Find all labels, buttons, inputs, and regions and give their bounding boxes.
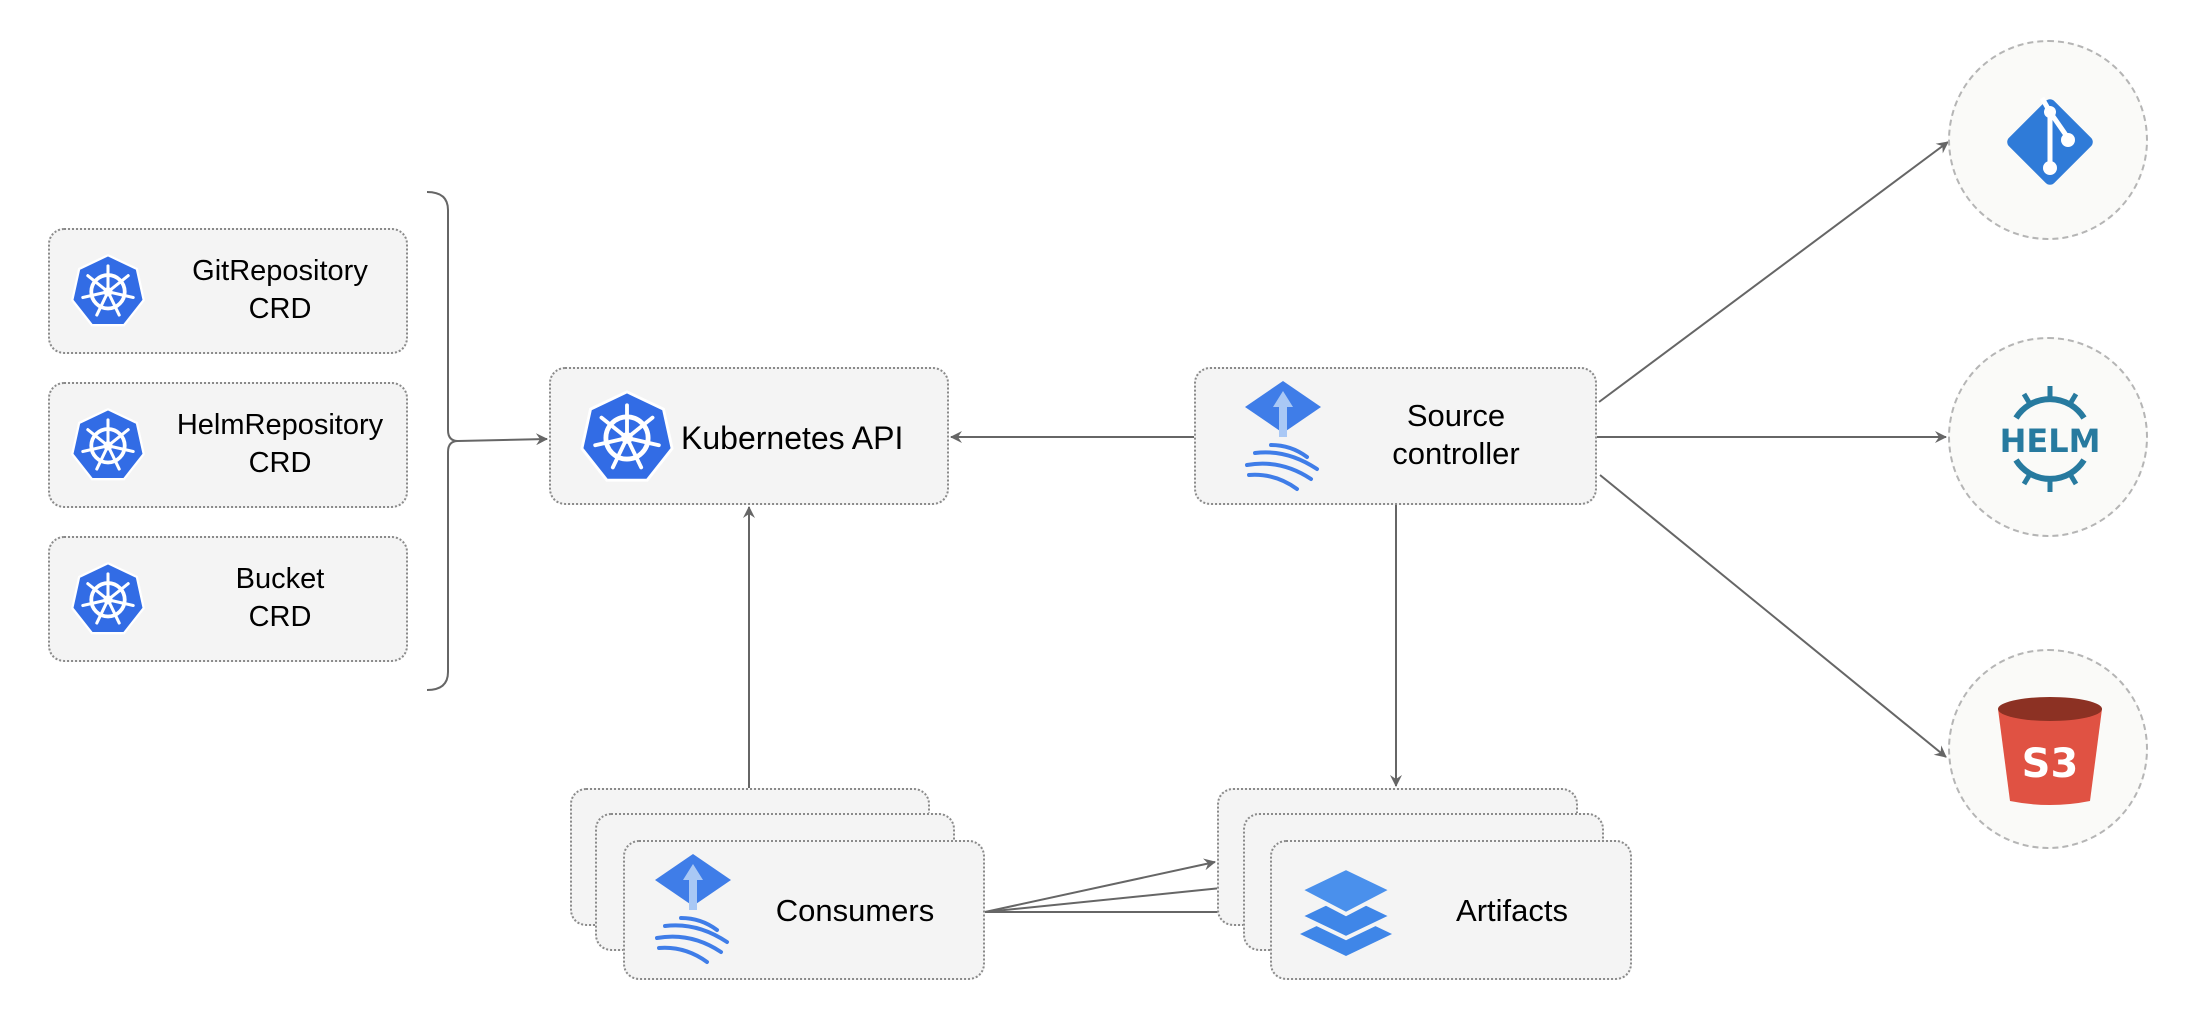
crd-suffix: CRD	[248, 601, 312, 633]
edge-source-controller-to-git	[1598, 141, 1949, 403]
consumers-node[interactable]: Consumers	[623, 840, 985, 980]
git-icon	[2007, 96, 2093, 185]
source-controller-label-line1: Source	[1406, 398, 1506, 433]
flux-icon	[1245, 381, 1321, 491]
kubernetes-api-label: Kubernetes API	[681, 420, 904, 456]
source-controller-label-line2: controller	[1392, 436, 1520, 471]
kubernetes-icon	[580, 390, 674, 482]
layers-icon	[1296, 865, 1396, 956]
edge-crds-to-kubernetes-api	[457, 433, 548, 446]
kubernetes-icon	[71, 562, 145, 635]
crd-name: GitRepository	[192, 255, 368, 287]
crd-name: HelmRepository	[176, 409, 384, 441]
edge-consumers-to-artifacts-1	[984, 858, 1216, 913]
kubernetes-api-node[interactable]: Kubernetes API	[549, 367, 949, 505]
crd-brace	[426, 191, 459, 691]
crd-suffix: CRD	[248, 447, 312, 479]
flux-icon	[655, 854, 731, 964]
helm-logo-text: HELM	[2000, 422, 2101, 460]
s3-source[interactable]: S3	[1948, 649, 2148, 849]
helm-source[interactable]: HELM	[1948, 337, 2148, 537]
crd-suffix: CRD	[248, 293, 312, 325]
helm-icon: HELM	[2000, 386, 2101, 492]
edge-source-controller-to-s3	[1599, 474, 1947, 758]
s3-logo-text: S3	[2022, 741, 2079, 787]
artifacts-node[interactable]: Artifacts	[1270, 840, 1632, 980]
artifacts-label: Artifacts	[1456, 893, 1568, 928]
s3-bucket-icon: S3	[1998, 697, 2102, 805]
consumers-label: Consumers	[775, 893, 935, 928]
edge-consumers-to-artifacts-2	[984, 881, 1242, 913]
kubernetes-icon	[71, 254, 145, 327]
kubernetes-icon	[71, 408, 145, 481]
crd-name: Bucket	[235, 563, 325, 595]
git-source[interactable]	[1948, 40, 2148, 240]
